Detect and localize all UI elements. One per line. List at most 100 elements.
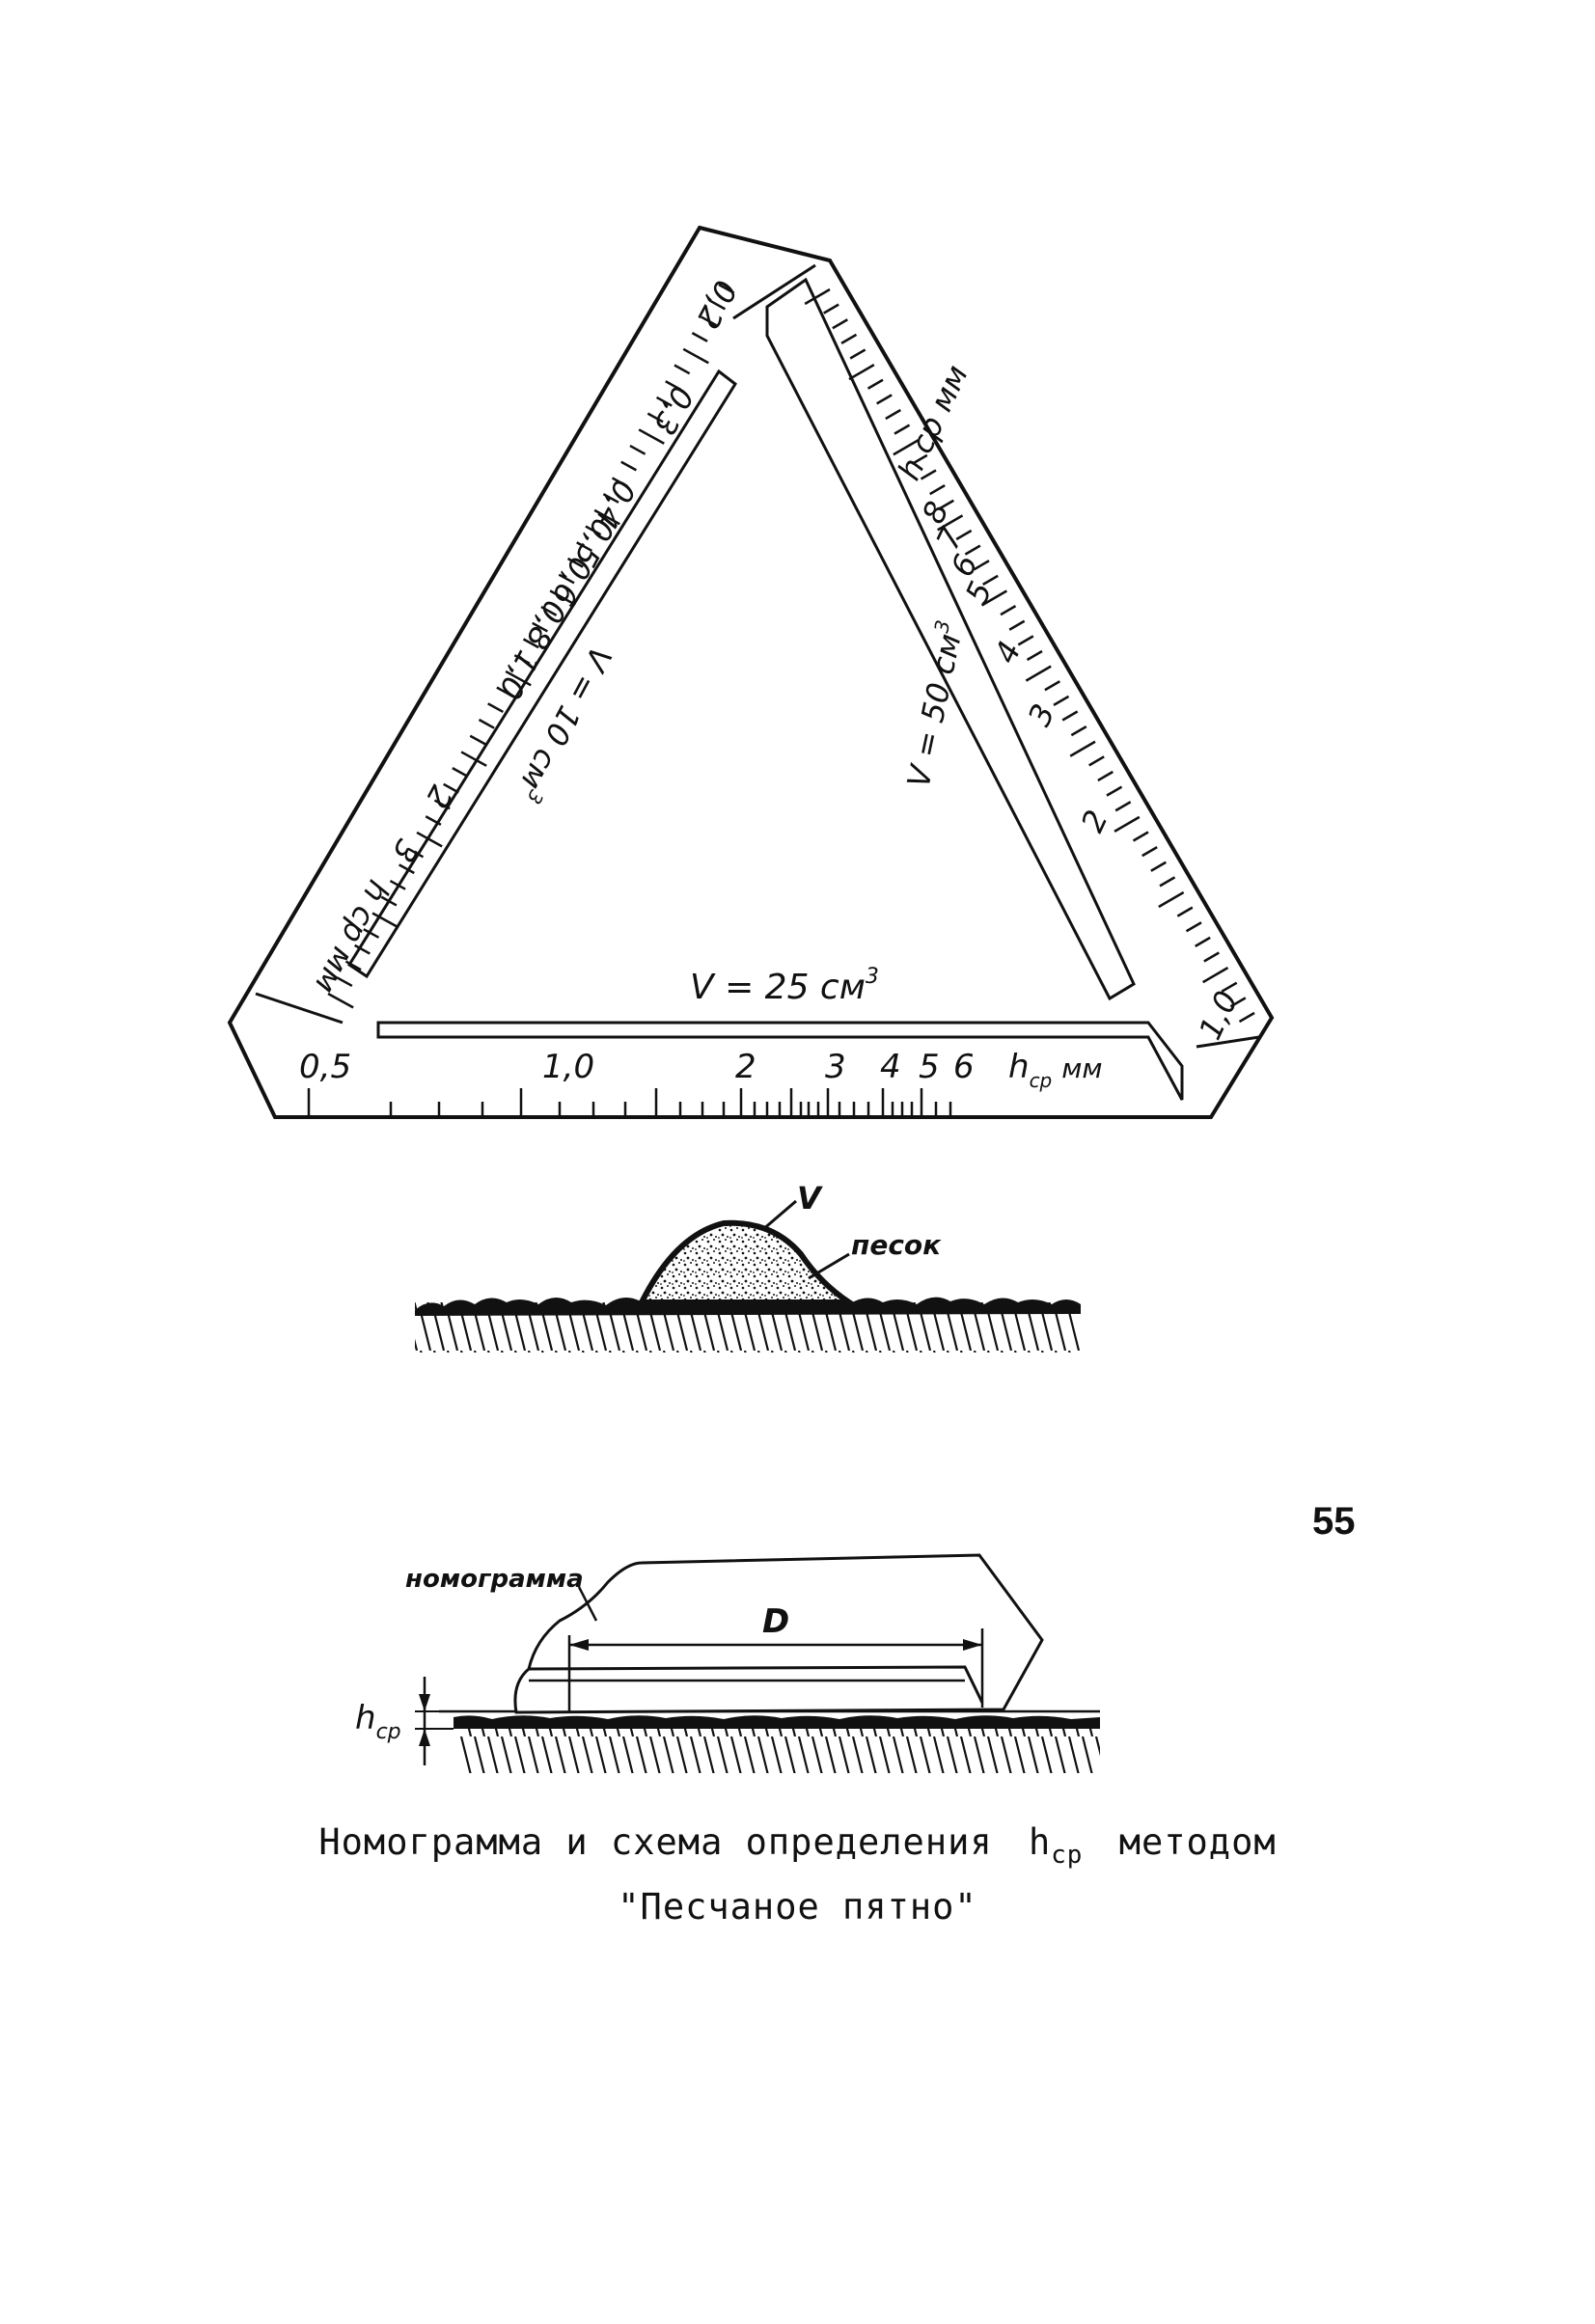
scale-tick — [496, 686, 513, 697]
bottom-scale-ticks — [307, 1088, 952, 1119]
scale-tick — [371, 912, 399, 928]
scale-tick — [1114, 815, 1141, 833]
scale-tick — [363, 928, 380, 939]
sand-leader-line — [808, 1252, 850, 1280]
bottom-tick-label: 1,0 — [542, 1048, 594, 1086]
h-arrow-top — [419, 1694, 430, 1711]
ground-hatch-2 — [458, 1725, 1100, 1773]
sand-pile — [637, 1219, 859, 1305]
scale-tick — [920, 469, 937, 480]
bottom-tick-label: 0,5 — [299, 1048, 351, 1086]
scale-tick — [982, 574, 999, 586]
sand-label: песок — [851, 1229, 942, 1261]
scale-tick — [576, 541, 592, 553]
left-corner-bevel — [255, 992, 344, 1025]
scale-tick — [593, 508, 620, 526]
nomogram-label: номограмма — [405, 1565, 584, 1594]
scale-tick — [709, 299, 727, 311]
scale-tick — [1088, 755, 1105, 767]
scale-tick — [629, 444, 646, 455]
triangle-outline — [227, 225, 1275, 1119]
scale-tick — [1159, 876, 1176, 888]
scale-tick — [840, 333, 858, 344]
scale-tick — [336, 976, 353, 988]
right-scale-ticks — [804, 287, 1255, 1024]
scale-tick — [620, 460, 638, 472]
h-label: hср — [355, 1699, 401, 1744]
scale-tick — [876, 394, 893, 405]
scale-tick — [469, 734, 486, 746]
scale-tick — [885, 408, 901, 421]
scale-tick — [389, 879, 406, 890]
nomogram-plate-line — [528, 1665, 984, 1704]
scale-tick — [973, 560, 990, 571]
scale-tick — [344, 960, 362, 971]
scale-tick — [1026, 649, 1043, 662]
bottom-scale-slot — [376, 1021, 1184, 1101]
measurement-scheme: D номограмма hср — [355, 1553, 1100, 1773]
scale-tick — [380, 895, 398, 907]
scale-tick — [443, 782, 459, 794]
scale-tick — [964, 544, 981, 556]
scale-tick — [532, 621, 548, 633]
scale-tick — [549, 589, 576, 606]
scale-tick — [832, 318, 848, 330]
scale-tick — [955, 529, 973, 541]
ground-surface-2 — [454, 1715, 1100, 1729]
scale-tick — [354, 943, 371, 955]
scale-tick — [407, 847, 425, 859]
scale-tick — [487, 702, 504, 714]
scale-tick — [848, 364, 875, 381]
right-scale-slot — [765, 277, 1136, 1001]
d-label: D — [762, 1602, 789, 1641]
scale-tick — [893, 439, 920, 456]
scale-tick — [513, 654, 531, 665]
scale-tick — [399, 863, 415, 875]
scale-tick — [1158, 890, 1185, 909]
bottom-tick-label: 4 — [880, 1048, 901, 1086]
scale-tick — [1017, 635, 1034, 646]
scale-tick — [1185, 921, 1202, 933]
scale-tick — [602, 493, 619, 504]
scale-tick — [1132, 831, 1149, 842]
scale-tick — [433, 799, 451, 810]
scale-tick — [416, 831, 443, 848]
scale-tick — [866, 378, 884, 390]
scale-tick — [1238, 1011, 1255, 1024]
scale-tick — [691, 332, 708, 342]
scale-tick — [1202, 967, 1229, 984]
scale-tick — [1053, 695, 1070, 706]
page-number: 55 — [1312, 1500, 1356, 1543]
scale-tick — [460, 751, 487, 767]
scale-tick — [1141, 846, 1158, 858]
scale-tick — [682, 347, 709, 365]
scale-tick — [638, 428, 665, 445]
sand-pile-scheme: V песок — [415, 1180, 1081, 1353]
bottom-tick-label: 6 — [953, 1048, 975, 1086]
volume-label-25: V = 25 см3 — [690, 965, 879, 1007]
v-leader-line — [761, 1199, 797, 1232]
scale-tick — [1221, 981, 1238, 993]
scale-tick — [1069, 740, 1096, 757]
bottom-tick-label: 3 — [825, 1048, 846, 1086]
nomogram-leader-line — [577, 1586, 598, 1622]
scale-tick — [540, 605, 558, 616]
scale-tick — [1114, 801, 1132, 812]
scale-tick — [674, 364, 691, 375]
scale-tick — [938, 499, 954, 510]
v-label: V — [797, 1180, 823, 1217]
scale-tick — [452, 767, 469, 778]
scale-tick — [1070, 725, 1087, 737]
scale-tick — [1097, 770, 1114, 782]
scale-tick — [611, 477, 628, 488]
scale-tick — [522, 638, 539, 649]
caption-text: Номограмма и схема определения — [318, 1821, 993, 1863]
top-corner-bevel — [732, 263, 816, 320]
scale-tick — [478, 718, 495, 729]
scale-tick — [585, 525, 602, 536]
scale-tick — [1008, 619, 1026, 631]
left-scale-ticks — [327, 283, 735, 1009]
